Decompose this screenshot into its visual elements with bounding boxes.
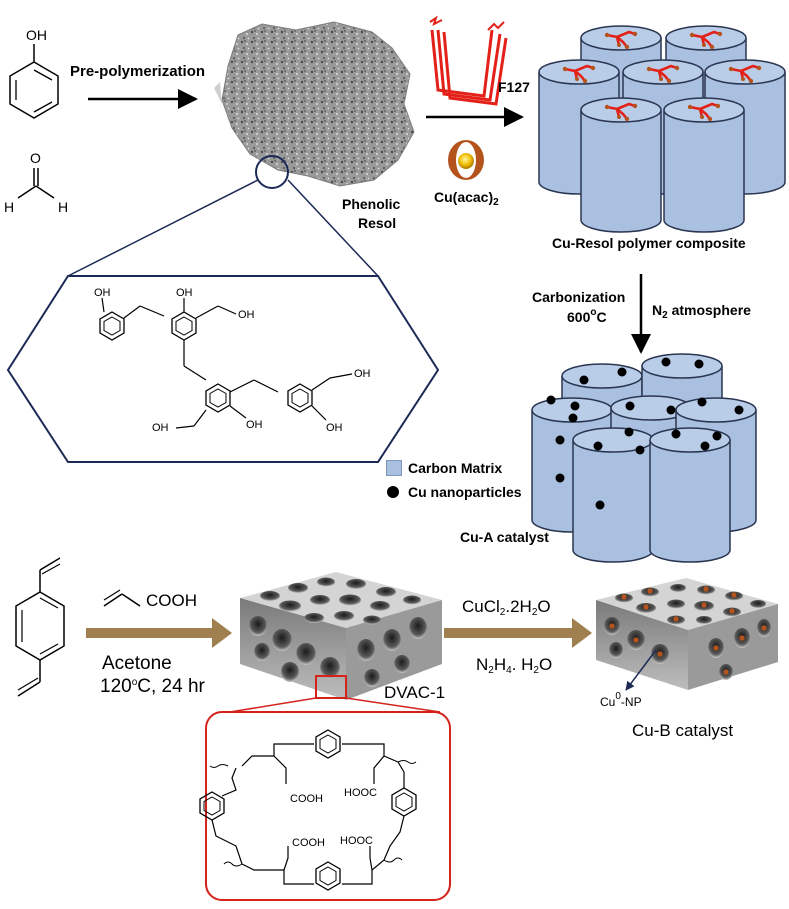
f127-label: F127 [498, 79, 530, 95]
acrylic-acid-icon [103, 589, 141, 607]
composite-cylinders [538, 25, 786, 233]
formaldehyde-h2-label: H [58, 199, 69, 215]
cu-b-catalyst-foam [596, 578, 778, 690]
carbon-matrix-label: Carbon Matrix [408, 460, 503, 476]
phenolic-label: Phenolic [342, 196, 401, 212]
phenol-icon [9, 44, 59, 119]
dvac-cooh-1: COOH [290, 793, 323, 805]
carbonization-temp: 600oC [567, 307, 607, 325]
formaldehyde-o-label: O [30, 150, 41, 166]
dvac-zoom-box [315, 675, 347, 699]
cu-np-label: Cu0-NP [600, 691, 642, 709]
hydrazine-label: N2H4. H2O [476, 655, 553, 676]
cucl2-arrow [444, 618, 592, 648]
cucl2-label: CuCl2.2H2O [462, 597, 551, 618]
resol-oh-7: OH [326, 422, 343, 434]
atmosphere-label: N2 atmosphere [652, 302, 751, 321]
acrylic-acid-label: COOH [146, 591, 197, 610]
resol-oh-6: OH [354, 368, 371, 380]
resol-zoom-circle [255, 155, 289, 189]
phenolic-resol-blob [221, 21, 415, 187]
acetone-label: Acetone [102, 653, 172, 674]
carbon-matrix-swatch [386, 460, 402, 476]
composite-label: Cu-Resol polymer composite [552, 235, 746, 251]
resol-structure-panel [6, 275, 440, 463]
resol-label: Resol [358, 215, 397, 231]
formaldehyde-h1-label: H [4, 199, 15, 215]
cu-nanoparticles-label: Cu nanoparticles [408, 484, 522, 500]
resol-oh-2: OH [176, 287, 193, 299]
dvac-arrow [86, 618, 232, 648]
cu-acac-label: Cu(acac)2 [434, 189, 499, 208]
dvac-hooc-2: HOOC [340, 835, 373, 847]
resol-oh-3: OH [238, 309, 255, 321]
resol-oh-4: OH [152, 422, 169, 434]
cu-a-catalyst-cylinders [531, 353, 757, 563]
conditions-label: 120oC, 24 hr [100, 676, 205, 697]
phenol-oh-label: OH [26, 27, 47, 43]
cu-b-catalyst-label: Cu-B catalyst [632, 721, 734, 740]
resol-oh-1: OH [94, 287, 111, 299]
divinylbenzene-icon [15, 557, 65, 697]
cu-a-catalyst-label: Cu-A catalyst [460, 529, 549, 545]
cu-nanoparticle-swatch [387, 486, 399, 498]
dvac-cooh-2: COOH [292, 837, 325, 849]
formaldehyde-icon [17, 168, 55, 199]
dvac-foam [240, 572, 442, 700]
dvac-label: DVAC-1 [384, 683, 446, 702]
cu-np-pointer [625, 649, 657, 691]
carbonization-label: Carbonization [532, 289, 626, 305]
dvac-hooc-1: HOOC [344, 787, 377, 799]
dvac-structure-panel [199, 711, 451, 901]
cu-acac-icon [448, 140, 484, 180]
f127-icon [429, 15, 508, 106]
prepolymerization-label: Pre-polymerization [70, 63, 206, 80]
resol-oh-5: OH [246, 419, 263, 431]
